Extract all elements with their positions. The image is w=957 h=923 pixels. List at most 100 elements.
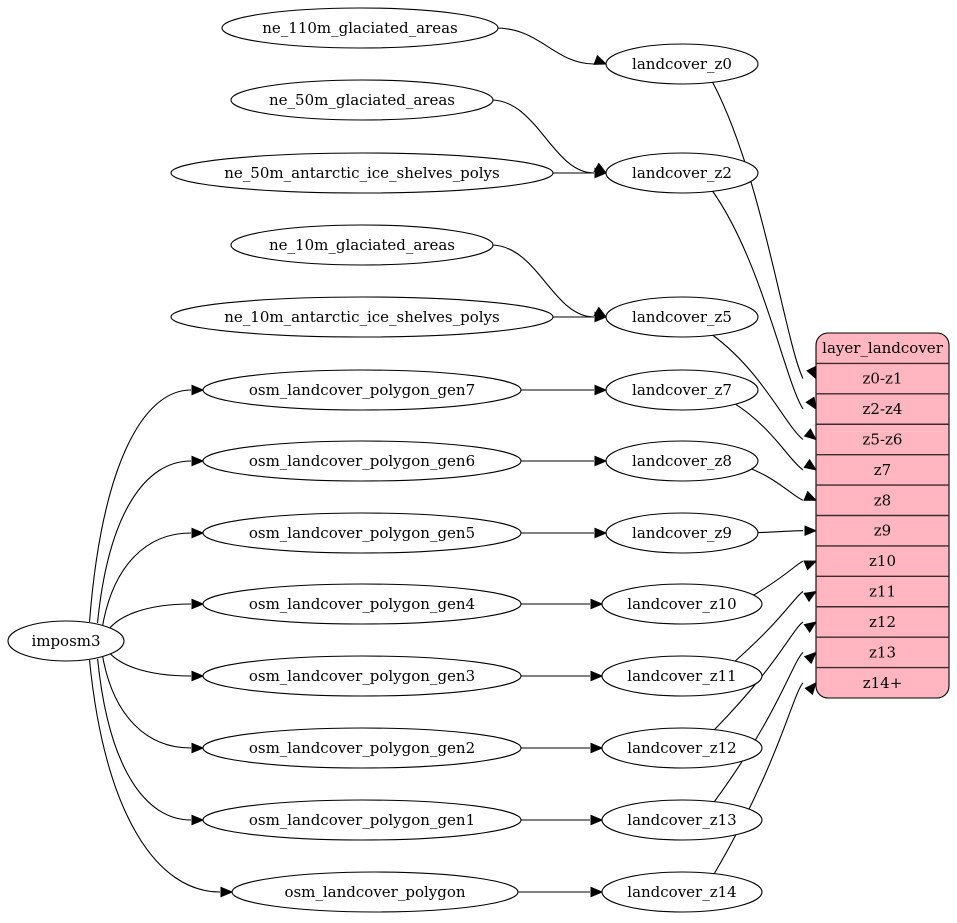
edge-landcover_z13-to-record-row-10[interactable] bbox=[713, 651, 817, 803]
edge-osm_landcover_polygon_gen7-to-landcover_z7[interactable] bbox=[519, 384, 608, 396]
edge-line bbox=[88, 389, 192, 623]
edge-arrowhead bbox=[191, 742, 205, 754]
edge-arrowhead bbox=[590, 886, 604, 898]
graph-node-ne_10m_glaciated_areas[interactable]: ne_10m_glaciated_areas bbox=[230, 224, 494, 266]
graph-node-imposm3[interactable]: imposm3 bbox=[7, 620, 125, 662]
node-ellipse bbox=[605, 43, 759, 85]
graph-node-osm_landcover_polygon_gen5[interactable]: osm_landcover_polygon_gen5 bbox=[202, 512, 522, 554]
record-row-3[interactable]: z5-z6 bbox=[863, 430, 903, 448]
edge-line bbox=[712, 190, 804, 410]
graph-node-landcover_z8[interactable]: landcover_z8 bbox=[605, 440, 759, 482]
edge-arrowhead bbox=[803, 590, 818, 603]
record-node-layer-landcover[interactable]: layer_landcover z0-z1 z2-z4 z5-z6 z7 z8 z9 z10 z… bbox=[815, 332, 950, 699]
edge-landcover_z7-to-record-row-4[interactable] bbox=[733, 402, 818, 471]
edge-imposm3-to-osm_landcover_polygon_gen7[interactable] bbox=[88, 384, 205, 623]
record-row-11[interactable]: z14+ bbox=[863, 674, 903, 692]
edge-imposm3-to-osm_landcover_polygon[interactable] bbox=[88, 659, 234, 898]
record-title[interactable]: layer_landcover bbox=[822, 339, 944, 357]
edge-osm_landcover_polygon_gen6-to-landcover_z8[interactable] bbox=[519, 455, 608, 467]
edge-arrowhead bbox=[590, 742, 604, 754]
edge-ne50ant-to-z2[interactable] bbox=[551, 167, 608, 179]
node-ellipse bbox=[170, 296, 554, 338]
edge-imposm3-to-osm_landcover_polygon_gen2[interactable] bbox=[101, 651, 205, 754]
graph-node-landcover_z5[interactable]: landcover_z5 bbox=[605, 296, 759, 338]
edge-arrowhead bbox=[590, 814, 604, 826]
node-ellipse bbox=[230, 79, 494, 121]
edge-ne110-to-z0[interactable] bbox=[495, 27, 608, 65]
graph-node-ne_110m_glaciated_areas[interactable]: ne_110m_glaciated_areas bbox=[221, 7, 499, 49]
record-row-7[interactable]: z10 bbox=[869, 552, 896, 570]
graph-node-osm_landcover_polygon_gen6[interactable]: osm_landcover_polygon_gen6 bbox=[202, 440, 522, 482]
edge-osm_landcover_polygon_gen4-to-landcover_z10[interactable] bbox=[519, 598, 604, 610]
edge-line bbox=[750, 560, 804, 598]
edge-landcover_z9-to-record-row-6[interactable] bbox=[751, 525, 818, 537]
edge-arrowhead bbox=[803, 490, 818, 501]
edge-landcover_z14-to-record-row-11[interactable] bbox=[713, 681, 817, 875]
edge-landcover_z8-to-record-row-5[interactable] bbox=[747, 466, 818, 501]
graph-node-landcover_z2[interactable]: landcover_z2 bbox=[605, 152, 759, 194]
graph-node-osm_landcover_polygon_gen4[interactable]: osm_landcover_polygon_gen4 bbox=[202, 583, 522, 625]
edge-line bbox=[88, 659, 221, 893]
edge-arrowhead bbox=[594, 311, 608, 323]
edge-line bbox=[712, 81, 804, 379]
graph-node-landcover_z14[interactable]: landcover_z14 bbox=[601, 871, 763, 913]
edge-arrowhead bbox=[805, 396, 817, 411]
edge-arrowhead bbox=[803, 621, 818, 634]
edge-arrowhead bbox=[594, 384, 608, 396]
node-ellipse bbox=[202, 727, 522, 769]
edge-arrowhead bbox=[803, 428, 818, 441]
graph-node-landcover_z11[interactable]: landcover_z11 bbox=[601, 655, 763, 697]
node-ellipse bbox=[7, 620, 125, 662]
node-label: osm_landcover_polygon_gen1 bbox=[249, 811, 475, 829]
graph-node-landcover_z10[interactable]: landcover_z10 bbox=[601, 583, 763, 625]
edge-arrowhead bbox=[594, 455, 608, 467]
graph-node-landcover_z12[interactable]: landcover_z12 bbox=[601, 727, 763, 769]
edge-landcover_z12-to-record-row-9[interactable] bbox=[713, 621, 818, 731]
graph-node-osm_landcover_polygon[interactable]: osm_landcover_polygon bbox=[231, 871, 519, 913]
edge-line bbox=[751, 530, 804, 534]
edge-line bbox=[495, 27, 595, 65]
graph-node-ne_50m_glaciated_areas[interactable]: ne_50m_glaciated_areas bbox=[230, 79, 494, 121]
edge-imposm3-to-osm_landcover_polygon_gen6[interactable] bbox=[96, 455, 205, 624]
graph-node-ne_50m_antarctic_ice_shelves_polys[interactable]: ne_50m_antarctic_ice_shelves_polys bbox=[170, 152, 554, 194]
node-ellipse bbox=[202, 655, 522, 697]
edge-landcover_z5-to-record-row-3[interactable] bbox=[712, 334, 818, 441]
edge-osm_landcover_polygon_gen2-to-landcover_z12[interactable] bbox=[518, 742, 604, 754]
record-row-1[interactable]: z0-z1 bbox=[863, 370, 903, 388]
graph-node-osm_landcover_polygon_gen1[interactable]: osm_landcover_polygon_gen1 bbox=[202, 799, 522, 841]
record-row-4[interactable]: z7 bbox=[874, 461, 891, 479]
graph-node-landcover_z7[interactable]: landcover_z7 bbox=[605, 369, 759, 411]
node-label: osm_landcover_polygon_gen2 bbox=[249, 739, 475, 757]
edge-landcover_z10-to-record-row-7[interactable] bbox=[750, 560, 818, 598]
edge-imposm3-to-osm_landcover_polygon_gen4[interactable] bbox=[103, 598, 205, 638]
edge-line bbox=[96, 460, 192, 624]
node-ellipse bbox=[605, 296, 759, 338]
graph-node-landcover_z13[interactable]: landcover_z13 bbox=[601, 799, 763, 841]
record-row-8[interactable]: z11 bbox=[869, 583, 896, 601]
node-ellipse bbox=[202, 799, 522, 841]
graph-node-landcover_z0[interactable]: landcover_z0 bbox=[605, 43, 759, 85]
graph-node-osm_landcover_polygon_gen3[interactable]: osm_landcover_polygon_gen3 bbox=[202, 655, 522, 697]
graph-node-landcover_z9[interactable]: landcover_z9 bbox=[605, 512, 759, 554]
record-row-6[interactable]: z9 bbox=[874, 522, 891, 540]
edge-ne10ant-to-z5[interactable] bbox=[551, 311, 608, 323]
edge-osm_landcover_polygon_gen3-to-landcover_z11[interactable] bbox=[518, 670, 604, 682]
edge-osm_landcover_polygon_gen5-to-landcover_z9[interactable] bbox=[519, 527, 608, 539]
edge-imposm3-to-osm_landcover_polygon_gen1[interactable] bbox=[97, 658, 205, 826]
record-row-9[interactable]: z12 bbox=[869, 613, 896, 631]
edge-landcover_z11-to-record-row-8[interactable] bbox=[733, 590, 818, 663]
record-row-10[interactable]: z13 bbox=[869, 643, 896, 661]
edge-osm_landcover_polygon_gen1-to-landcover_z13[interactable] bbox=[519, 814, 604, 826]
graph-node-osm_landcover_polygon_gen2[interactable]: osm_landcover_polygon_gen2 bbox=[202, 727, 522, 769]
graph-node-osm_landcover_polygon_gen7[interactable]: osm_landcover_polygon_gen7 bbox=[202, 369, 522, 411]
edge-landcover_z2-to-record-row-2[interactable] bbox=[712, 190, 817, 411]
edge-line bbox=[733, 591, 804, 663]
graph-node-ne_10m_antarctic_ice_shelves_polys[interactable]: ne_10m_antarctic_ice_shelves_polys bbox=[170, 296, 554, 338]
edge-imposm3-to-osm_landcover_polygon_gen5[interactable] bbox=[101, 527, 205, 631]
edge-landcover_z0-to-record-row-1[interactable] bbox=[712, 81, 817, 380]
edge-osm_landcover_polygon-to-landcover_z14[interactable] bbox=[515, 886, 604, 898]
record-row-2[interactable]: z2-z4 bbox=[863, 400, 903, 418]
node-label: osm_landcover_polygon_gen5 bbox=[249, 524, 475, 542]
record-row-5[interactable]: z8 bbox=[874, 491, 891, 509]
node-label: osm_landcover_polygon bbox=[284, 883, 465, 901]
